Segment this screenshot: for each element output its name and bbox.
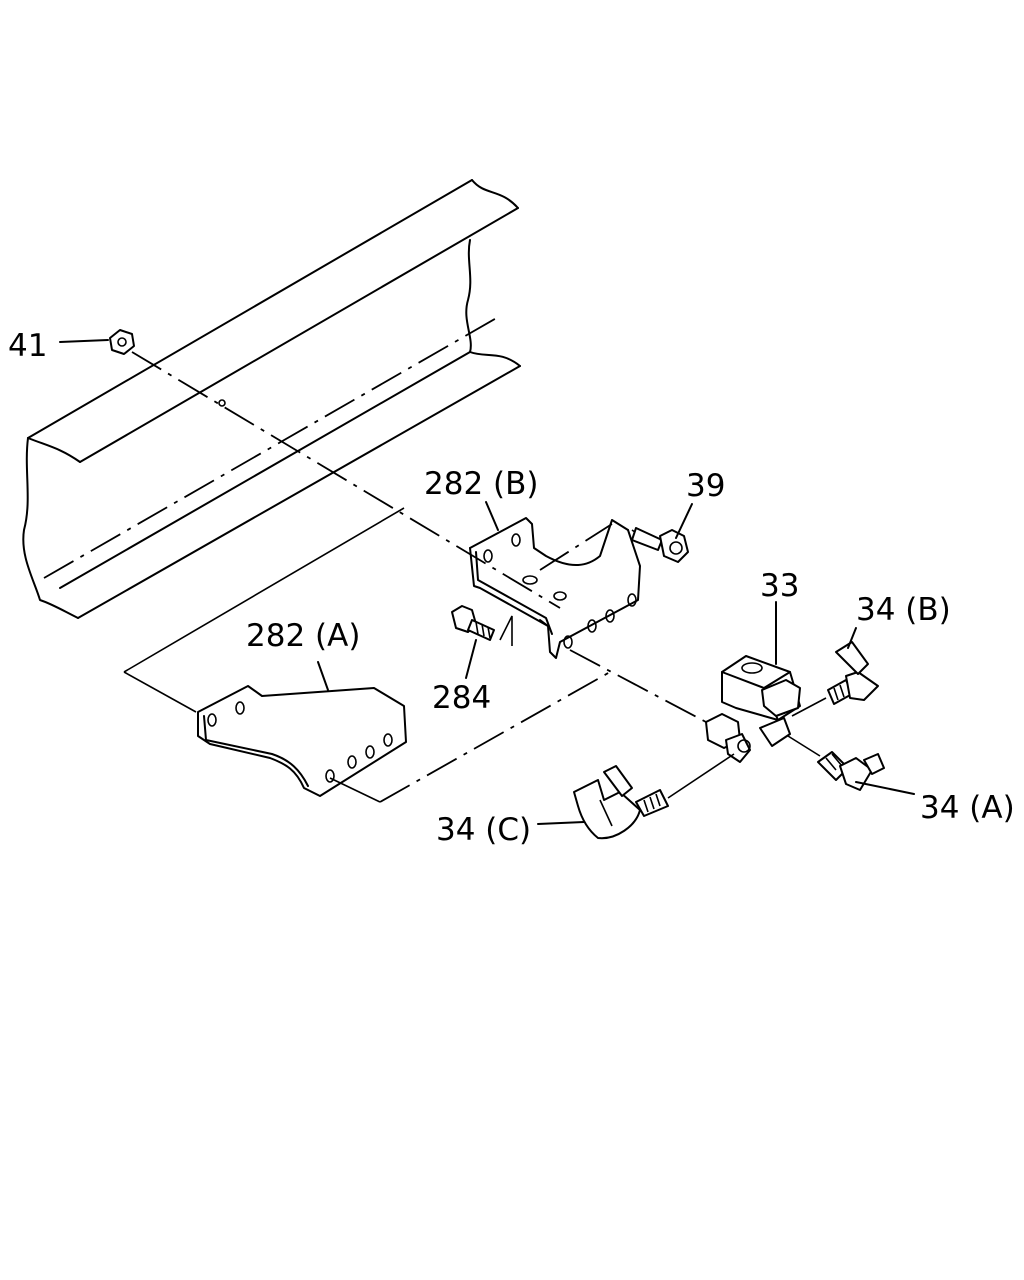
label-34a: 34 (A)	[920, 790, 1015, 826]
frame-rail	[22, 179, 521, 619]
bracket-282a	[197, 685, 407, 797]
label-282b: 282 (B)	[424, 466, 538, 502]
fitting-34a	[787, 735, 885, 791]
label-41: 41	[8, 328, 47, 364]
label-33: 33	[760, 568, 799, 604]
nut-41	[109, 329, 135, 355]
fitting-34b	[791, 641, 879, 717]
nut-axis-line	[131, 351, 561, 609]
label-284: 284	[432, 680, 491, 716]
bolt-39	[539, 523, 689, 571]
label-282a: 282 (A)	[246, 618, 360, 654]
bracket-a-line-bottom	[379, 671, 611, 803]
valve-axis-line	[569, 649, 707, 723]
leader-lines	[59, 339, 915, 825]
label-34b: 34 (B)	[856, 592, 951, 628]
bracket-a-line-bottom-end	[329, 777, 381, 803]
bracket-282b	[469, 517, 641, 659]
label-39: 39	[686, 468, 725, 504]
valve-33	[705, 655, 801, 763]
fitting-34c	[573, 753, 735, 840]
bolt-284	[451, 605, 513, 646]
label-34c: 34 (C)	[436, 812, 531, 848]
bracket-a-line-top	[123, 507, 405, 673]
bracket-a-line-left	[123, 671, 197, 713]
